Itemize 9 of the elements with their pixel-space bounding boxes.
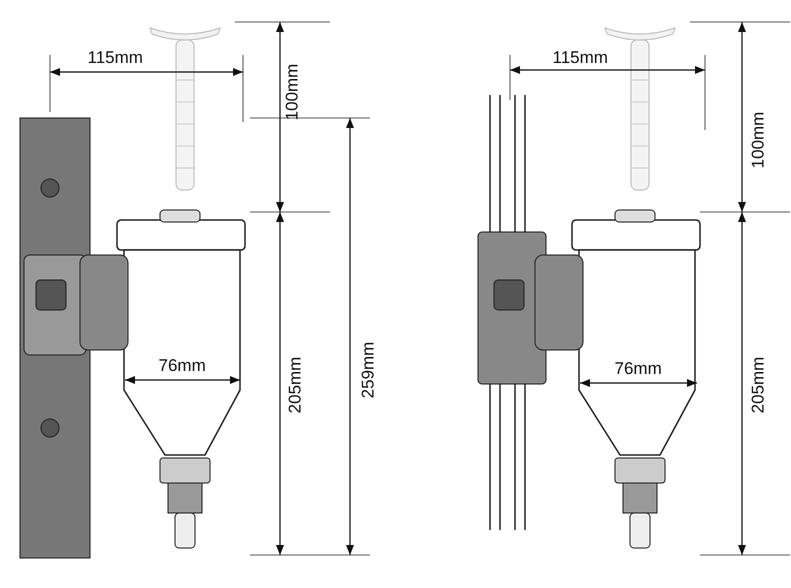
dimension-label: 259mm xyxy=(358,342,378,398)
dimension-label: 115mm xyxy=(88,48,143,68)
dimension-label: 100mm xyxy=(748,112,768,168)
dimension-label: 76mm xyxy=(614,359,662,379)
dimension-label: 115mm xyxy=(552,48,608,68)
dimension-label: 205mm xyxy=(284,356,305,414)
dimension-label: 100mm xyxy=(282,64,302,120)
dimension-label: 76mm xyxy=(158,356,206,376)
dimension-label: 205mm xyxy=(748,356,768,414)
